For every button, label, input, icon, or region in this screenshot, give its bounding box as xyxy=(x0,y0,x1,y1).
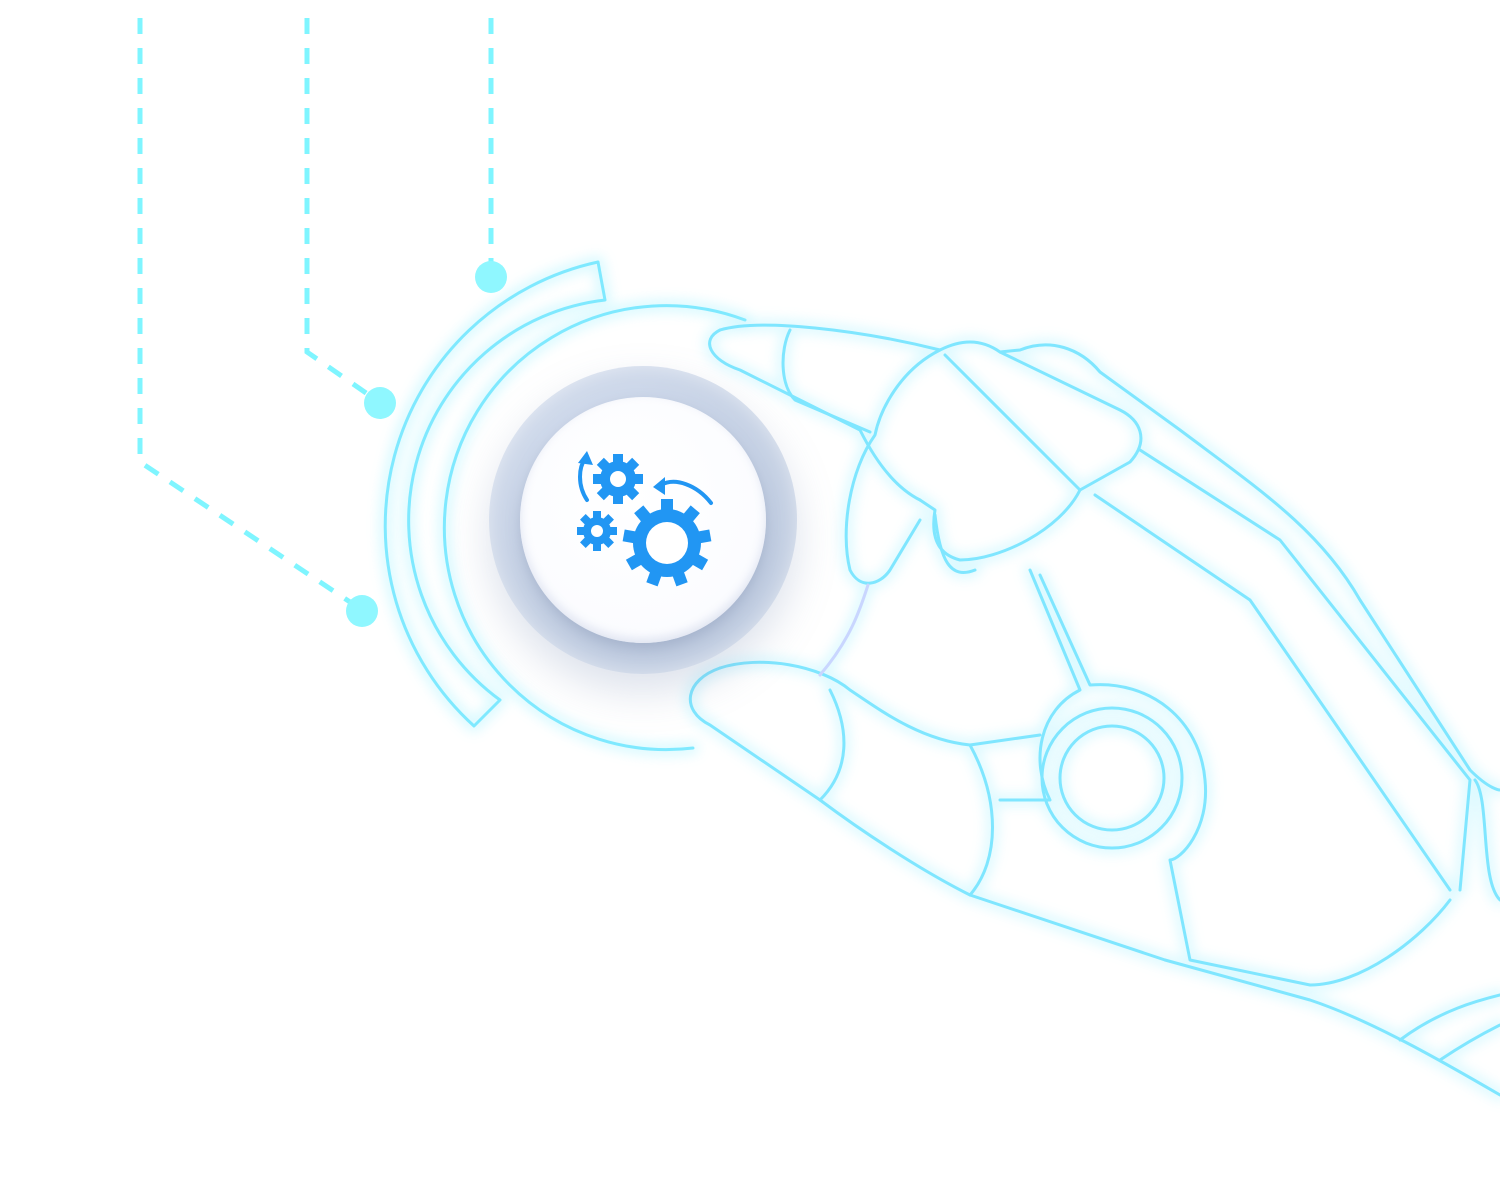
connector-node-icon xyxy=(364,387,396,419)
connector-node-icon xyxy=(346,595,378,627)
connector-line-bottom xyxy=(137,18,364,613)
hub-arcs xyxy=(379,256,751,756)
connector-node-icon xyxy=(475,261,507,293)
robot-hand-icon xyxy=(684,319,1500,1101)
large-gear-icon xyxy=(622,499,712,587)
small-gear-top-icon xyxy=(593,454,643,504)
dashed-connectors xyxy=(137,18,494,613)
wrist-joint-icon xyxy=(1040,706,1184,850)
connector-nodes xyxy=(346,261,507,627)
gears-process-icon xyxy=(577,451,713,587)
connector-line-middle xyxy=(304,18,381,405)
small-gear-left-icon xyxy=(577,511,617,551)
